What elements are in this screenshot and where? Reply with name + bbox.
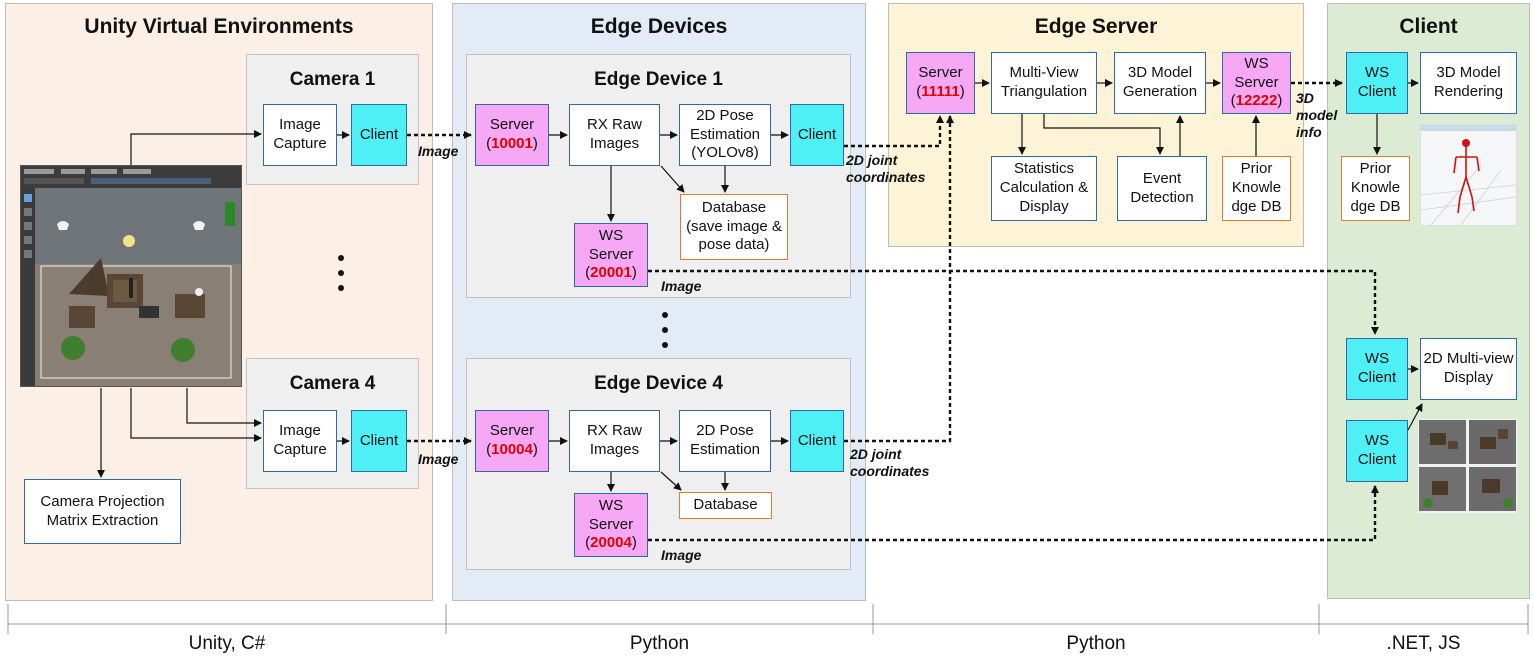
edge-server-port: 11111 bbox=[921, 83, 960, 100]
ellipsis-dot bbox=[662, 342, 668, 348]
device4-ws-port-wrap: (20004) bbox=[585, 534, 637, 552]
device1-rx-raw-images: RX Raw Images bbox=[569, 104, 660, 166]
device4-rx-raw-images: RX Raw Images bbox=[569, 410, 660, 472]
projection-matrix-extraction: Camera Projection Matrix Extraction bbox=[24, 479, 181, 544]
model-info-label: 3D model info bbox=[1296, 90, 1338, 140]
device4-server-port-wrap: (10004) bbox=[486, 441, 538, 458]
device1-database: Database (save image & pose data) bbox=[680, 194, 788, 260]
client-2d-multiview-display: 2D Multi-view Display bbox=[1420, 338, 1517, 400]
image-label-camera4: Image bbox=[418, 451, 459, 467]
device1-server-port-wrap: (10001) bbox=[486, 135, 538, 152]
unity-title: Unity Virtual Environments bbox=[84, 15, 354, 38]
stack-python-server: Python bbox=[1066, 633, 1126, 654]
camera1-image-capture: Image Capture bbox=[263, 104, 337, 166]
device1-client: Client bbox=[790, 104, 844, 166]
edge-server-prior-db: Prior Knowle dge DB bbox=[1222, 156, 1291, 221]
ellipsis-dot bbox=[338, 255, 344, 261]
device4-database: Database bbox=[679, 492, 772, 519]
edge-server-server: Server (11111) bbox=[906, 52, 975, 114]
device4-server-port: 10004 bbox=[491, 441, 533, 458]
unity-scene-image bbox=[20, 165, 242, 387]
statistics-calculation: Statistics Calculation & Display bbox=[991, 156, 1097, 221]
edge-server-ws-label: WS Server bbox=[1234, 54, 1279, 91]
client-title: Client bbox=[1399, 15, 1458, 38]
device4-pose-estimation: 2D Pose Estimation bbox=[679, 410, 771, 472]
multiview-triangulation: Multi-View Triangulation bbox=[991, 52, 1097, 114]
device1-ws-port: 20001 bbox=[590, 264, 632, 282]
stack-unity: Unity, C# bbox=[188, 633, 266, 654]
ellipsis-dot bbox=[662, 327, 668, 333]
client-ws-client-3: WS Client bbox=[1346, 420, 1408, 482]
edge-device4-title: Edge Device 4 bbox=[594, 373, 723, 394]
client-ws-client-2: WS Client bbox=[1346, 338, 1408, 400]
joints-label-device1: 2D joint coordinates bbox=[846, 152, 926, 185]
ellipsis-dot bbox=[338, 285, 344, 291]
device1-ws-label: WS Server bbox=[588, 226, 634, 263]
device4-ws-server: WS Server (20004) bbox=[574, 493, 648, 557]
client-prior-db: Prior Knowle dge DB bbox=[1341, 156, 1410, 221]
device1-ws-server: WS Server (20001) bbox=[574, 223, 648, 287]
device4-ws-port: 20004 bbox=[590, 534, 632, 552]
camera4-title: Camera 4 bbox=[289, 373, 376, 394]
device1-ws-port-wrap: (20001) bbox=[585, 264, 637, 282]
device1-server-label: Server bbox=[489, 116, 535, 134]
event-detection: Event Detection bbox=[1117, 156, 1207, 221]
edge-device1-title: Edge Device 1 bbox=[594, 69, 723, 90]
edge-devices-title: Edge Devices bbox=[590, 15, 728, 38]
edge-server-port-wrap: (11111) bbox=[916, 83, 965, 100]
device4-server: Server (10004) bbox=[475, 410, 549, 472]
device4-ws-label: WS Server bbox=[588, 496, 634, 533]
edge-server-ws-port: 12222 bbox=[1235, 92, 1278, 110]
device4-server-label: Server bbox=[489, 422, 535, 440]
stack-client: .NET, JS bbox=[1386, 633, 1461, 654]
edge-server-label: Server bbox=[918, 64, 963, 82]
device1-pose-estimation: 2D Pose Estimation (YOLOv8) bbox=[679, 104, 771, 166]
multiview-grid-image bbox=[1418, 419, 1517, 513]
camera1-title: Camera 1 bbox=[289, 69, 376, 90]
edge-server-ws: WS Server (12222) bbox=[1222, 52, 1291, 114]
device1-server: Server (10001) bbox=[475, 104, 549, 166]
camera1-client: Client bbox=[351, 104, 407, 166]
camera4-image-capture: Image Capture bbox=[263, 410, 337, 472]
edge-server-title: Edge Server bbox=[1034, 15, 1158, 38]
stack-python-devices: Python bbox=[629, 633, 690, 654]
ellipsis-dot bbox=[662, 312, 668, 318]
edge-server-ws-port-wrap: (12222) bbox=[1230, 92, 1283, 110]
joints-label-device4: 2D joint coordinates bbox=[850, 446, 930, 479]
device1-server-port: 10001 bbox=[491, 135, 533, 152]
skeleton-render-image bbox=[1420, 124, 1517, 226]
model-generation: 3D Model Generation bbox=[1114, 52, 1206, 114]
camera4-client: Client bbox=[351, 410, 407, 472]
image-label-ws4: Image bbox=[661, 547, 702, 563]
client-3d-model-rendering: 3D Model Rendering bbox=[1420, 52, 1517, 114]
image-label-ws1: Image bbox=[661, 278, 702, 294]
ellipsis-dot bbox=[338, 270, 344, 276]
image-label-camera1: Image bbox=[418, 143, 459, 159]
client-ws-client-1: WS Client bbox=[1346, 52, 1408, 114]
device4-client: Client bbox=[790, 410, 844, 472]
